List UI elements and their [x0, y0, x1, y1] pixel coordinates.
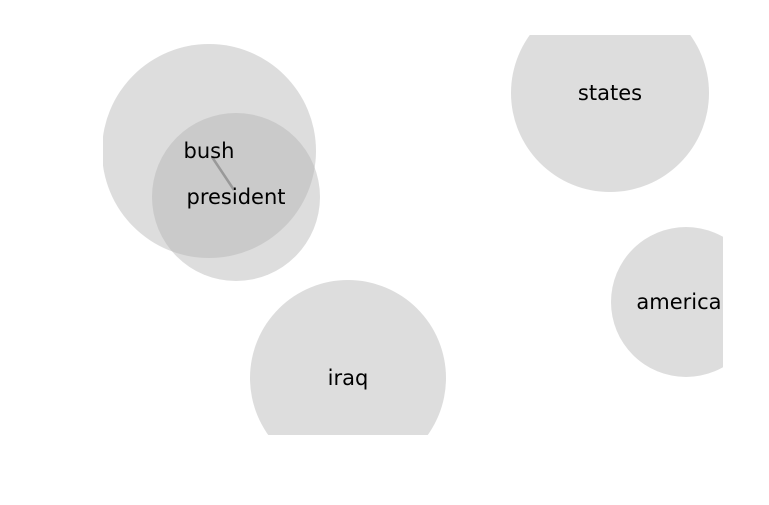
- term-label-america: america: [636, 290, 721, 314]
- bubble-layer: [103, 35, 723, 435]
- bubble-bush: [103, 44, 316, 258]
- term-label-president: president: [187, 185, 286, 209]
- term-label-bush: bush: [184, 139, 235, 163]
- term-label-states: states: [578, 81, 642, 105]
- bubble-states: [511, 35, 709, 192]
- link-bush-president: [210, 156, 236, 191]
- bubble-iraq: [250, 280, 446, 435]
- bubble-america: [611, 227, 723, 377]
- term-label-iraq: iraq: [328, 366, 369, 390]
- label-layer: bush president states america iraq: [184, 81, 722, 390]
- bubble-president: [152, 113, 320, 281]
